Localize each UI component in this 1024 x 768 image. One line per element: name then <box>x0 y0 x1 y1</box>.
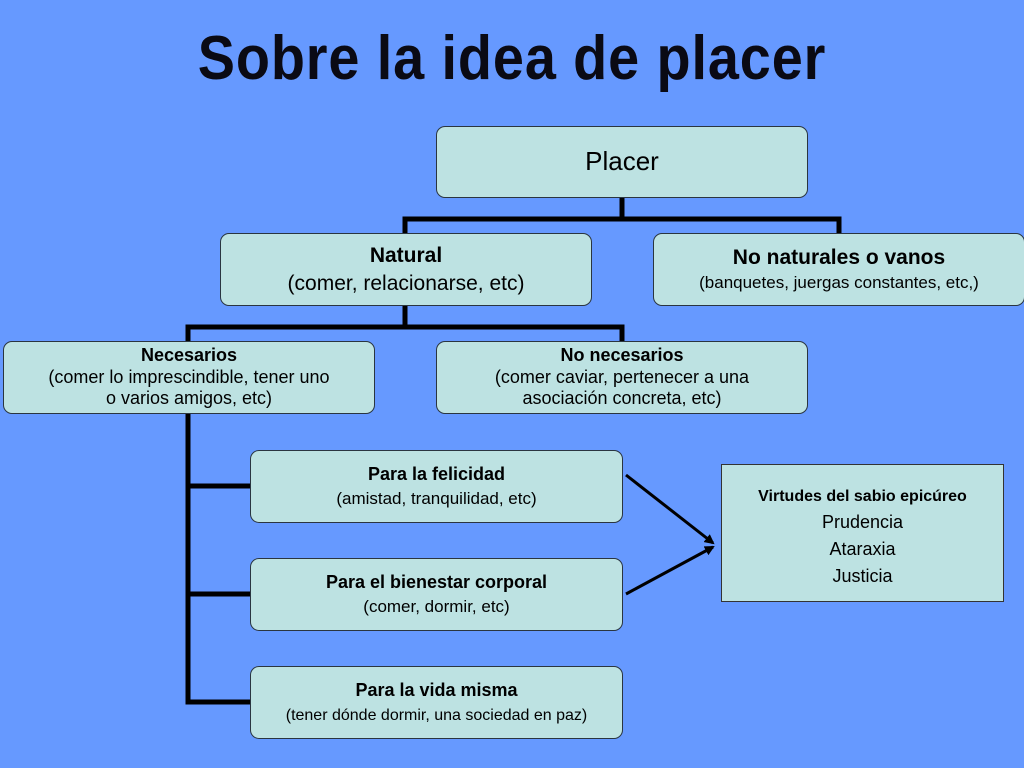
node-no-naturales: No naturales o vanos (banquetes, juergas… <box>653 233 1024 306</box>
page-title: Sobre la idea de placer <box>197 24 827 93</box>
node-vida-title: Para la vida misma <box>355 680 518 701</box>
node-placer: Placer <box>436 126 808 198</box>
node-natural-desc: (comer, relacionarse, etc) <box>287 272 525 295</box>
node-bienestar: Para el bienestar corporal (comer, dormi… <box>250 558 623 631</box>
node-no-necesarios: No necesarios (comer caviar, pertenecer … <box>436 341 808 414</box>
node-no-naturales-desc: (banquetes, juergas constantes, etc,) <box>699 273 979 293</box>
node-virtudes: Virtudes del sabio epicúreo Prudencia At… <box>721 464 1004 602</box>
node-no-necesarios-desc-line: (comer caviar, pertenecer a una <box>494 366 750 387</box>
node-felicidad-title: Para la felicidad <box>367 463 506 484</box>
node-virtudes-title: Virtudes del sabio epicúreo <box>758 488 967 505</box>
node-vida-desc: (tener dónde dormir, una sociedad en paz… <box>285 706 588 724</box>
node-no-necesarios-title: No necesarios <box>560 345 684 366</box>
node-virtudes-item: Justicia <box>832 566 893 586</box>
node-placer-title: Placer <box>585 146 659 177</box>
node-virtudes-item: Ataraxia <box>829 539 896 559</box>
node-no-necesarios-desc-line: asociación concreta, etc) <box>522 388 722 409</box>
node-necesarios-desc-line: (comer lo imprescindible, tener uno <box>48 366 330 387</box>
node-necesarios-desc-line: o varios amigos, etc) <box>105 388 273 409</box>
node-felicidad-desc: (amistad, tranquilidad, etc) <box>336 489 537 509</box>
arrow-bienestar-to-virtudes <box>625 545 715 596</box>
node-vida: Para la vida misma (tener dónde dormir, … <box>250 666 623 739</box>
arrow-felicidad-to-virtudes <box>625 473 715 545</box>
node-felicidad: Para la felicidad (amistad, tranquilidad… <box>250 450 623 523</box>
node-natural: Natural (comer, relacionarse, etc) <box>220 233 592 306</box>
node-bienestar-title: Para el bienestar corporal <box>325 571 548 592</box>
node-no-naturales-title: No naturales o vanos <box>732 246 946 270</box>
node-bienestar-desc: (comer, dormir, etc) <box>363 597 510 617</box>
node-natural-title: Natural <box>369 243 443 267</box>
node-necesarios: Necesarios (comer lo imprescindible, ten… <box>3 341 375 414</box>
node-necesarios-title: Necesarios <box>140 345 238 366</box>
node-virtudes-item: Prudencia <box>821 512 904 532</box>
